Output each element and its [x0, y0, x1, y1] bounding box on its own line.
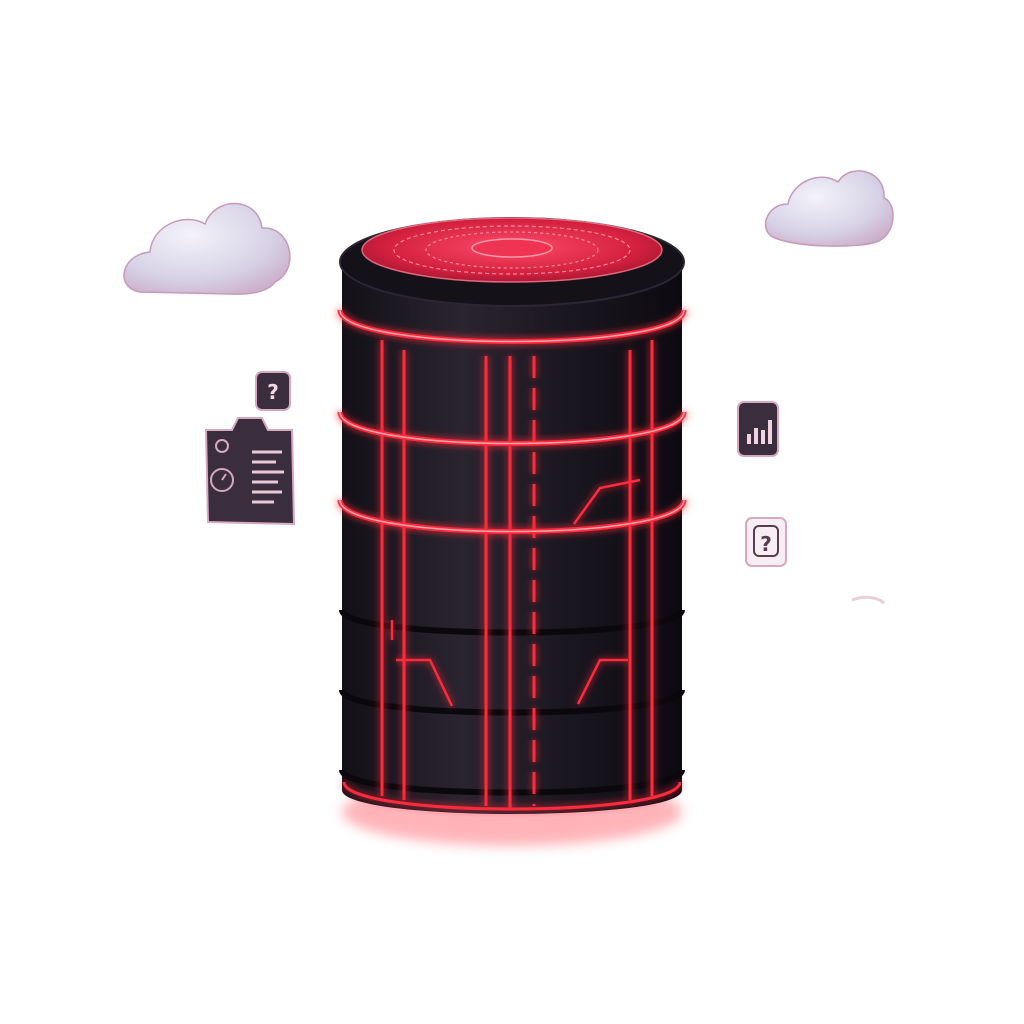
question-right-icon: ? [745, 517, 787, 567]
bar-chart-right-icon [737, 401, 779, 457]
database-cylinder [337, 217, 687, 846]
document-left-icon [204, 417, 296, 526]
svg-text:?: ? [760, 532, 772, 556]
cloud-right-icon [764, 170, 894, 247]
cloud-left-icon [123, 202, 291, 295]
question-left-icon: ? [255, 371, 291, 411]
svg-text:?: ? [267, 380, 279, 404]
decorative-smudge [851, 595, 885, 605]
